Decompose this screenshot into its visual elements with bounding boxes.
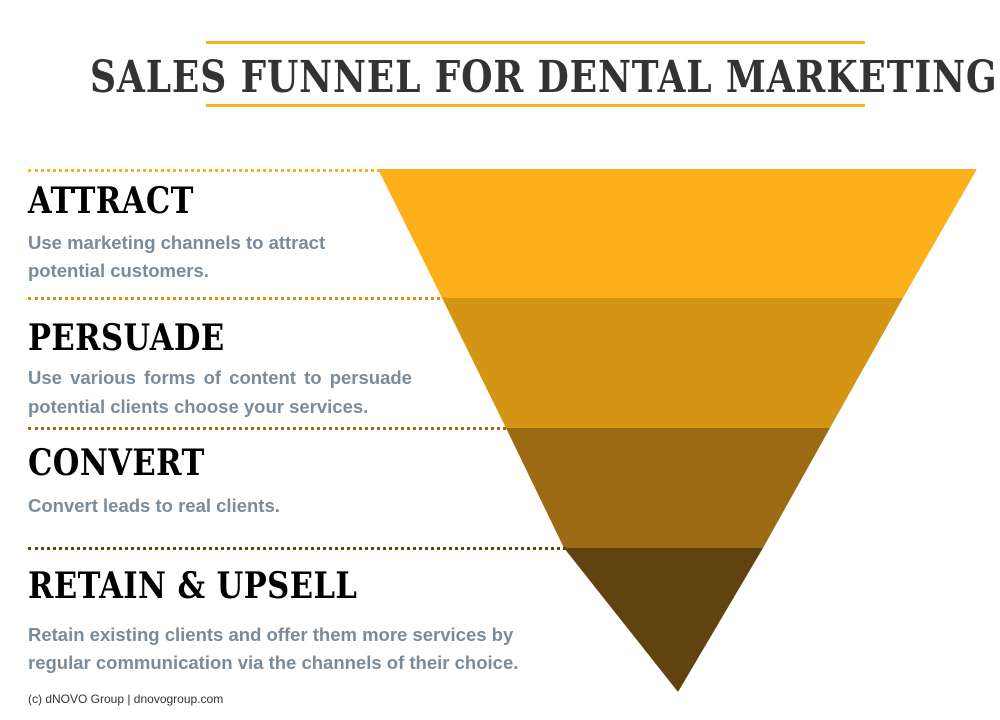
stage-description-persuade-line2: potential clients choose your services. <box>28 396 369 417</box>
stage-description-persuade-line1: Use various forms of content to persuade <box>28 367 412 388</box>
stage-heading-attract: ATTRACT <box>28 180 194 222</box>
stage-heading-convert: CONVERT <box>28 442 205 484</box>
title-top-rule <box>206 41 865 44</box>
funnel-band-attract <box>378 169 977 298</box>
stage-description-retain-line1: Retain existing clients and offer them m… <box>28 624 514 645</box>
title-bottom-rule <box>206 104 865 107</box>
stage-heading-persuade: PERSUADE <box>28 317 225 359</box>
stage-description-convert: Convert leads to real clients. <box>28 495 280 516</box>
funnel-band-persuade <box>442 298 903 428</box>
stage-heading-retain-upsell: RETAIN & UPSELL <box>28 565 358 607</box>
stage-divider-retain-top <box>28 547 566 550</box>
stage-divider-attract-top <box>28 169 380 172</box>
stage-divider-convert-top <box>28 427 506 430</box>
page-title: SALES FUNNEL FOR DENTAL MARKETING <box>90 52 998 103</box>
copyright-footer: (c) dNOVO Group | dnovogroup.com <box>28 692 224 706</box>
stage-description-retain-line2: regular communication via the channels o… <box>28 652 519 673</box>
funnel-band-convert <box>506 428 830 548</box>
stage-description-attract-line2: potential customers. <box>28 260 209 281</box>
funnel-band-retain <box>564 548 763 692</box>
stage-divider-persuade-top <box>28 297 446 300</box>
stage-description-attract-line1: Use marketing channels to attract <box>28 232 326 253</box>
